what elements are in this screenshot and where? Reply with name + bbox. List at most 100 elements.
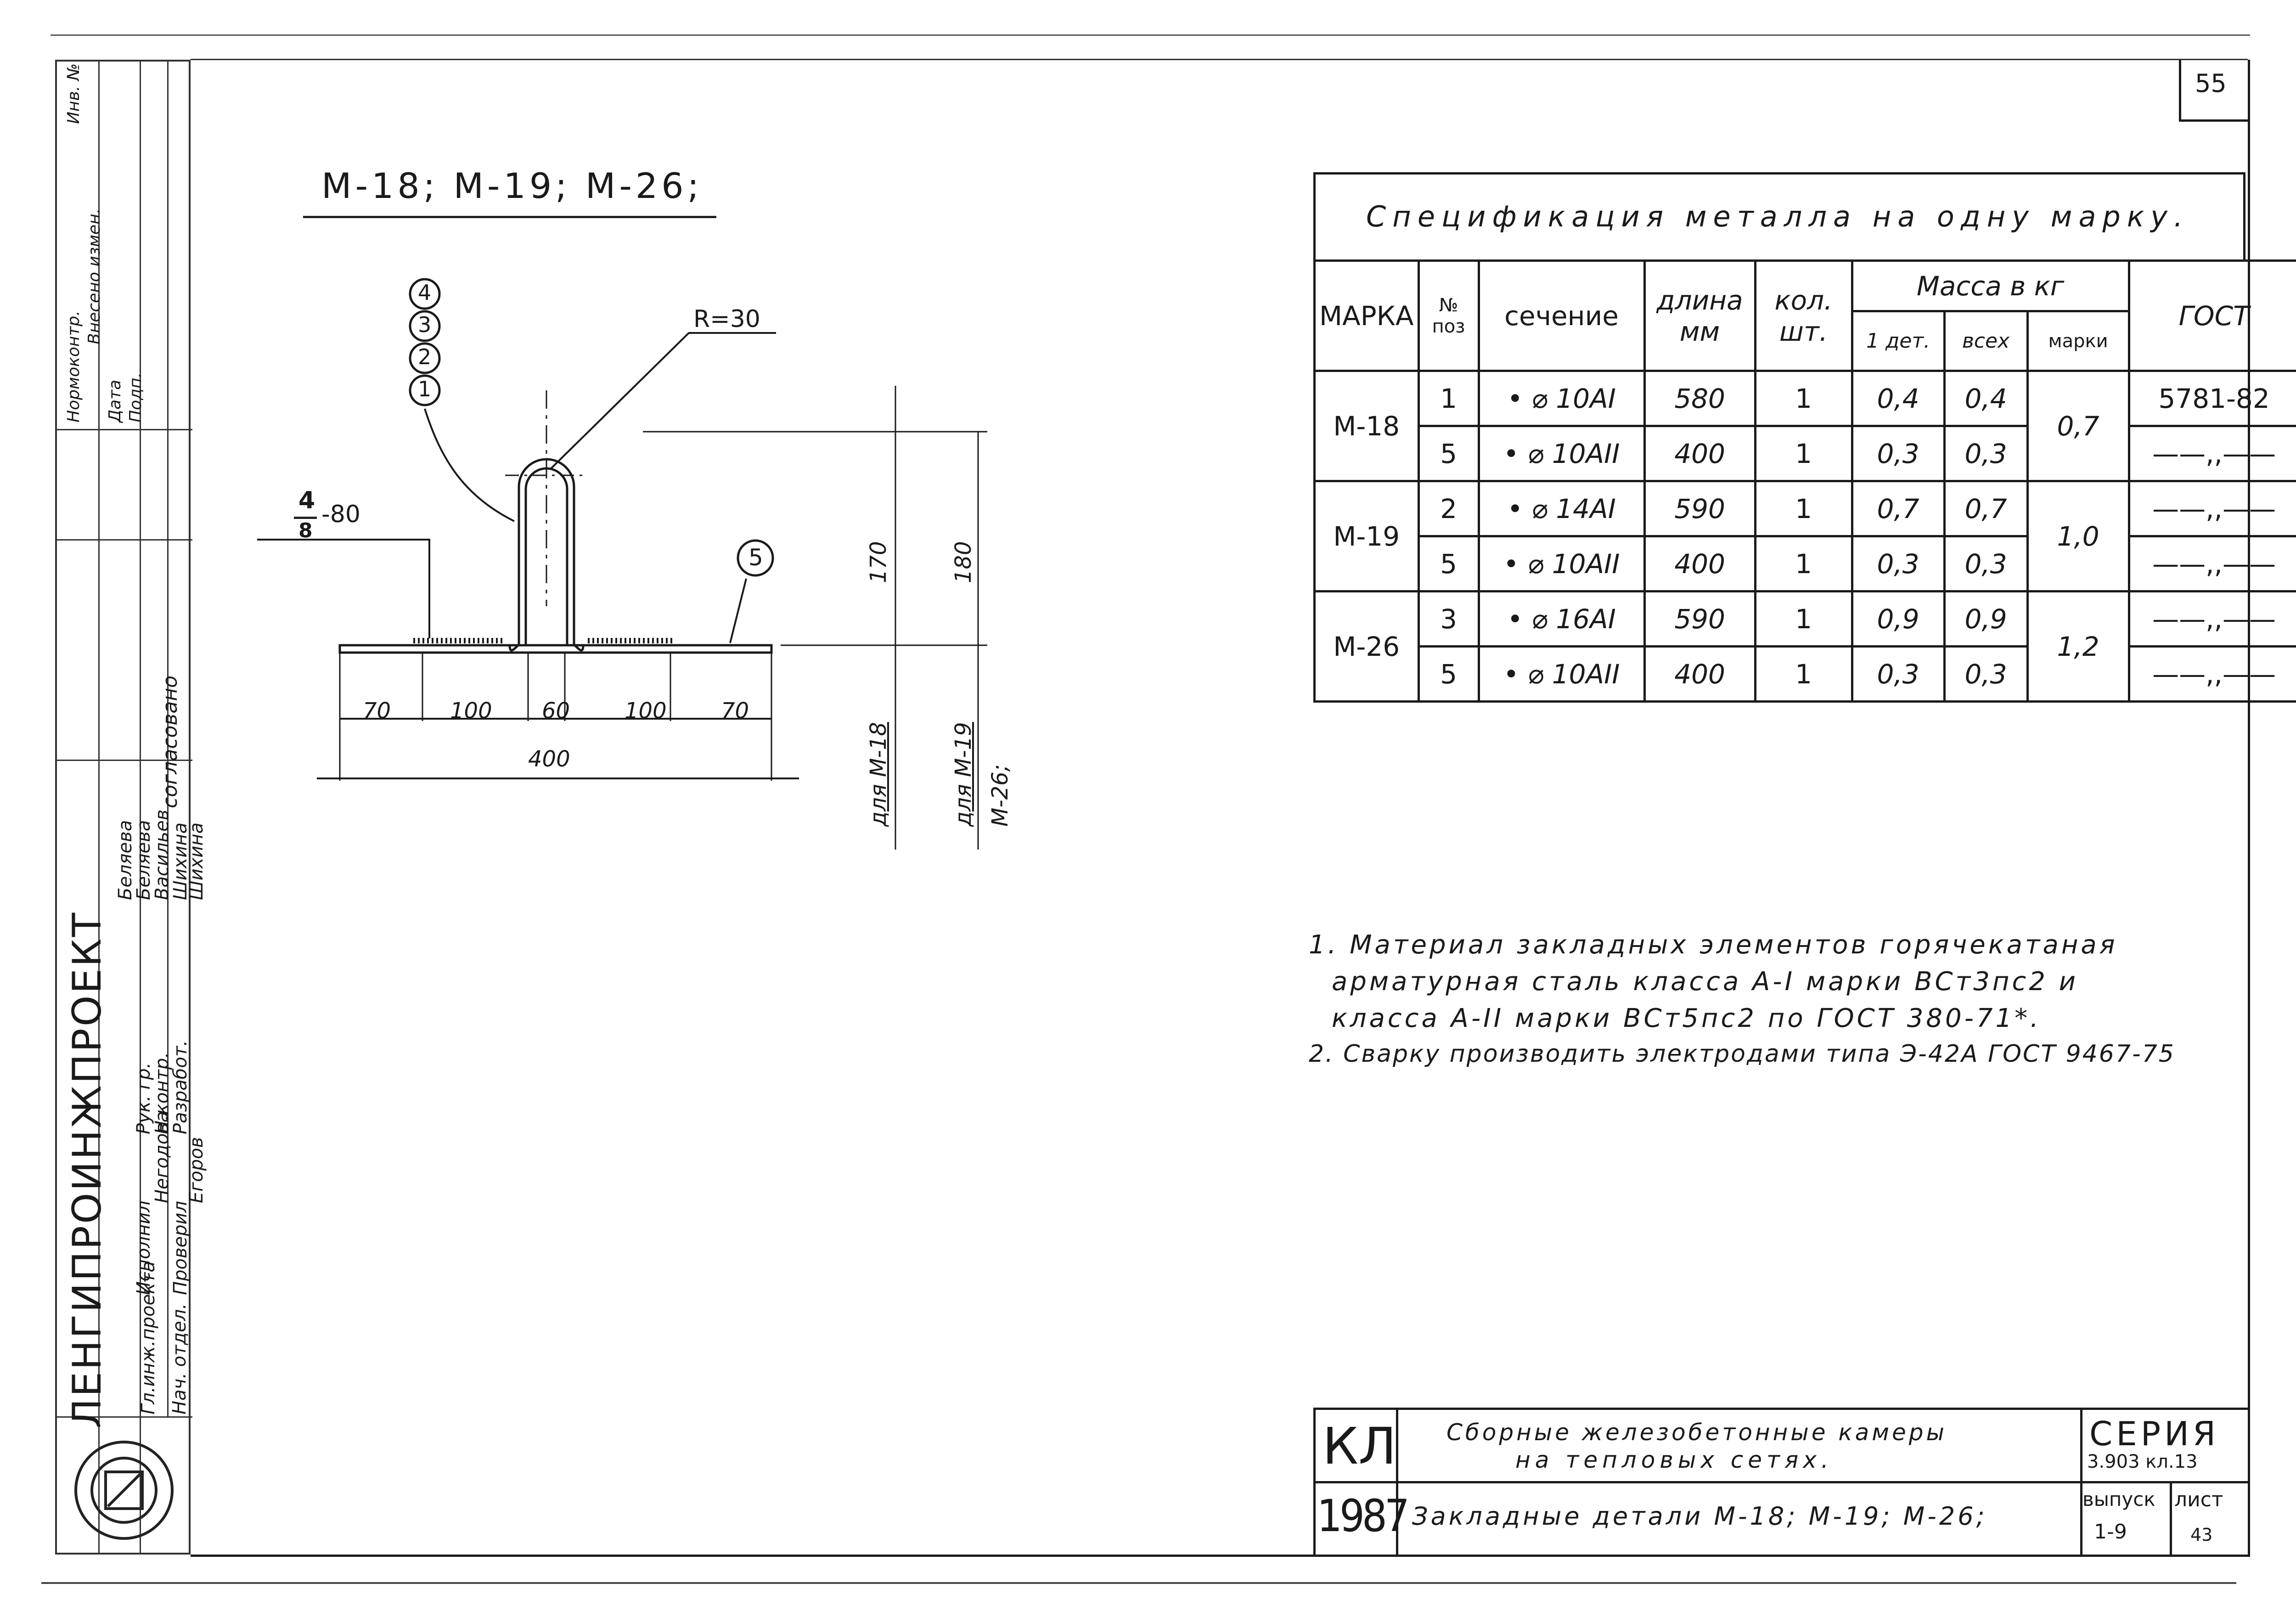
cell-length: 590: [1643, 480, 1756, 537]
cell-gost: ——,,——: [2127, 590, 2296, 648]
title-line-3: Закладные детали М-18; М-19; М-26;: [1412, 1502, 1987, 1531]
table-row: 5 • ⌀ 10АII 400 1 0,3 0,3 ——,,——: [1315, 535, 2296, 592]
cell-mass-all: 0,3: [1943, 425, 2029, 482]
cell-mark: М-19: [1313, 480, 1420, 592]
stamp-name-2: Негодова: [152, 1111, 173, 1203]
dim-400-total: 400: [528, 746, 570, 772]
dim-60: 60: [542, 698, 570, 724]
spec-table: МАРКА № поз сечение длина мм кол. шт. Ма…: [1313, 259, 2296, 703]
cell-mass-one: 0,3: [1851, 535, 1946, 592]
cell-length: 400: [1643, 425, 1756, 482]
stamp-name-1: Егоров: [186, 1137, 207, 1203]
weld-symbol-bar: [294, 517, 317, 519]
callout-3: 3: [418, 312, 432, 337]
drawing-title-underline: [303, 216, 716, 218]
note-line-2: арматурная сталь класса А-I марки ВСт3пс…: [1332, 967, 2079, 997]
cell-mass-mark: 0,7: [2026, 370, 2130, 482]
title-year: 1987: [1317, 1490, 1410, 1542]
col-header-qty: кол. шт.: [1754, 259, 1853, 372]
stamp-agreed: согласовано: [158, 675, 182, 808]
cell-section: • ⌀ 16АI: [1477, 590, 1646, 648]
stamp-top-2: Нормоконтр.: [64, 310, 83, 423]
cell-mass-one: 0,9: [1851, 590, 1946, 648]
sheet-number-box: 55: [2179, 60, 2250, 122]
weld-symbol-length: -80: [321, 501, 360, 528]
cell-mass-all: 0,4: [1943, 370, 2029, 427]
table-row: М-26 3 • ⌀ 16АI 590 1 0,9 0,9 1,2 ——,,——: [1313, 590, 2296, 703]
cell-length: 400: [1643, 645, 1756, 703]
cell-section: • ⌀ 10АII: [1477, 645, 1646, 703]
cell-qty: 1: [1754, 370, 1853, 427]
cell-mass-one: 0,4: [1851, 370, 1946, 427]
table-row: М-18 1 • ⌀ 10АI 580 1 0,4 0,4 0,7 5781-8…: [1313, 370, 2296, 482]
stamp-role-5: Разработ.: [170, 1040, 191, 1134]
left-stamp-strip: [55, 60, 192, 1555]
col-header-section: сечение: [1477, 259, 1646, 372]
drawing-frame: [191, 60, 2250, 1557]
series-value: 3.903 кл.13: [2087, 1451, 2198, 1472]
cell-gost: ——,,——: [2127, 535, 2296, 592]
cell-qty: 1: [1754, 645, 1853, 703]
table-row: М-19 2 • ⌀ 14АI 590 1 0,7 0,7 1,0 ——,,——: [1313, 480, 2296, 592]
stamp-top-5: Подп.: [126, 372, 145, 423]
callout-2: 2: [418, 344, 432, 369]
col-header-length: длина мм: [1643, 259, 1756, 372]
title-line-2: на тепловых сетях.: [1515, 1447, 1833, 1473]
issue-value: 1-9: [2094, 1520, 2127, 1544]
note-line-3: класса А-II марки ВСт5пс2 по ГОСТ 380-71…: [1332, 1003, 2041, 1033]
cell-qty: 1: [1754, 535, 1853, 592]
drawing-title: М-18; М-19; М-26;: [321, 165, 703, 206]
note-line-1: 1. Материал закладных элементов горячека…: [1309, 930, 2118, 960]
outer-border-top: [51, 34, 2250, 36]
stamp-name-4: Беляева: [133, 820, 154, 900]
cell-mass-all: 0,9: [1943, 590, 2029, 648]
cell-section: • ⌀ 14АI: [1477, 480, 1646, 537]
sheet-label: лист: [2174, 1488, 2223, 1511]
table-row: 5 • ⌀ 10АII 400 1 0,3 0,3 ——,,——: [1315, 425, 2296, 482]
stamp-name-7: Беляева: [115, 820, 136, 900]
dim-70-left: 70: [363, 698, 391, 724]
cell-gost: 5781-82: [2127, 370, 2296, 427]
col-header-mass-all: всех: [1943, 310, 2029, 372]
sheet-number: 55: [2195, 69, 2227, 98]
callout-4: 4: [418, 280, 432, 305]
col-header-mark: МАРКА: [1313, 259, 1420, 372]
cell-section: • ⌀ 10АI: [1477, 370, 1646, 427]
cell-gost: ——,,——: [2127, 480, 2296, 537]
cell-section: • ⌀ 10АII: [1477, 425, 1646, 482]
stamp-role-7: Проверил: [170, 1200, 191, 1295]
title-block: [1313, 1408, 2250, 1557]
issue-label: выпуск: [2082, 1488, 2155, 1510]
note-line-4: 2. Сварку производить электродами типа Э…: [1309, 1040, 2175, 1068]
cell-pos: 2: [1417, 480, 1480, 537]
title-code: КЛ: [1322, 1417, 1396, 1476]
cell-mass-one: 0,3: [1851, 425, 1946, 482]
col-header-mass-one: 1 дет.: [1851, 310, 1946, 372]
outer-border-bottom: [41, 1582, 2236, 1584]
series-label: СЕРИЯ: [2089, 1414, 2220, 1453]
cell-mass-mark: 1,0: [2026, 480, 2130, 592]
cell-mass-all: 0,3: [1943, 535, 2029, 592]
cell-mass-one: 0,7: [1851, 480, 1946, 537]
col-header-mass: Масса в кг: [1851, 259, 2130, 312]
cell-qty: 1: [1754, 590, 1853, 648]
cell-mass-one: 0,3: [1851, 645, 1946, 703]
cell-section: • ⌀ 10АII: [1477, 535, 1646, 592]
spec-caption-box: Спецификация металла на одну марку.: [1313, 172, 2245, 259]
dim-note-m19: для М-19: [951, 722, 976, 827]
spec-caption: Спецификация металла на одну марку.: [1366, 200, 2189, 233]
cell-mass-mark: 1,2: [2026, 590, 2130, 703]
cell-pos: 1: [1417, 370, 1480, 427]
col-header-gost: ГОСТ: [2127, 259, 2296, 372]
cell-gost: ——,,——: [2127, 645, 2296, 703]
cell-pos: 5: [1417, 645, 1480, 703]
cell-qty: 1: [1754, 425, 1853, 482]
stamp-top-3: Внесено измен.: [85, 208, 104, 344]
callout-1: 1: [418, 377, 432, 401]
sheet-value: 43: [2190, 1525, 2213, 1545]
callout-5: 5: [748, 544, 763, 571]
dim-170: 170: [866, 541, 891, 583]
frame-top: [191, 59, 2248, 60]
stamp-top-4: Дата: [106, 379, 124, 423]
cell-length: 580: [1643, 370, 1756, 427]
